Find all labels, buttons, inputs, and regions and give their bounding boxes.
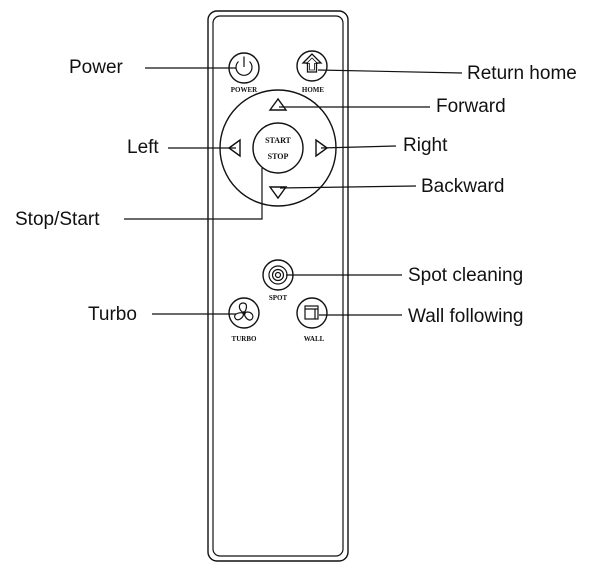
leader-lines [124,67,463,316]
home-button[interactable]: HOME [296,50,328,94]
wall-button-label: WALL [304,335,325,343]
stop-start-callout: Stop/Start [15,209,100,230]
wall-following-callout: Wall following [408,306,523,327]
right-callout: Right [403,135,448,156]
fan-icon [234,302,254,321]
power-icon [235,56,253,76]
turbo-button[interactable]: TURBO [228,297,260,343]
home-button-label: HOME [302,86,324,94]
callout-labels: Power Return home Forward Left Right Bac… [15,57,577,327]
power-callout: Power [69,57,124,78]
turbo-button-label: TURBO [232,335,257,343]
power-button-label: POWER [231,86,258,94]
stop-start-leader-line [124,168,263,220]
return-home-callout: Return home [467,63,577,84]
left-callout: Left [127,137,159,158]
spot-button-label: SPOT [269,294,288,302]
forward-callout: Forward [436,96,506,117]
right-leader-line [320,145,397,149]
backward-callout: Backward [421,176,504,197]
start-label: START [265,136,291,145]
start-stop-button[interactable]: START STOP [252,122,304,174]
stop-label: STOP [268,152,289,161]
home-arrow-icon [301,53,323,73]
wall-square-icon [304,305,319,320]
power-button[interactable]: POWER [228,52,260,94]
backward-button[interactable] [268,186,288,200]
return-home-leader-line [317,69,463,74]
spot-cleaning-callout: Spot cleaning [408,265,523,286]
wall-button[interactable]: WALL [296,297,328,343]
backward-leader-line [279,185,417,189]
turbo-callout: Turbo [88,304,137,325]
